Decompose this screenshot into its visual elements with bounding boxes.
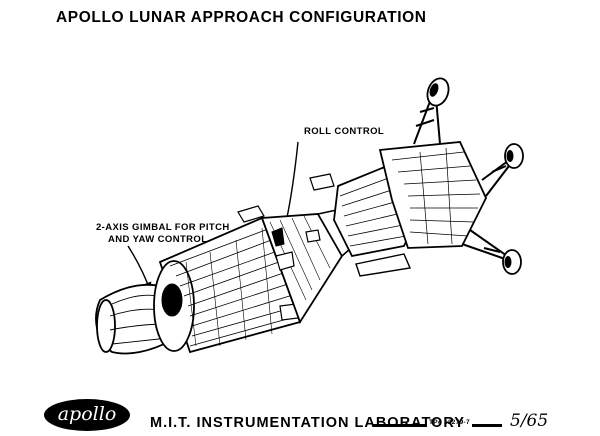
foot-pad-3 [502,249,522,275]
footer-rule-1 [373,424,427,427]
gimbal-label-line2: AND YAW CONTROL [108,234,208,245]
service-module [153,205,302,354]
roll-control-label: ROLL CONTROL [304,126,385,137]
apollo-logo-text: apollo [57,403,117,425]
gimbal-label-line1: 2-AXIS GIMBAL FOR PITCH [96,222,230,233]
diagram-title: APOLLO LUNAR APPROACH CONFIGURATION [56,9,427,26]
footer-rule-2 [472,424,502,427]
date-label: 5/65 [510,411,549,431]
lunar-module [309,141,487,277]
engine-nozzle [95,283,174,355]
foot-pad-2 [504,143,524,169]
lab-name: M.I.T. INSTRUMENTATION LABORATORY [150,415,465,431]
apollo-logo: apollo [44,399,130,431]
tp-number: TP# 12279-7 [429,419,470,426]
command-module [260,213,344,325]
foot-pad-1 [426,77,450,107]
gimbal-leader-arrow [127,245,152,291]
